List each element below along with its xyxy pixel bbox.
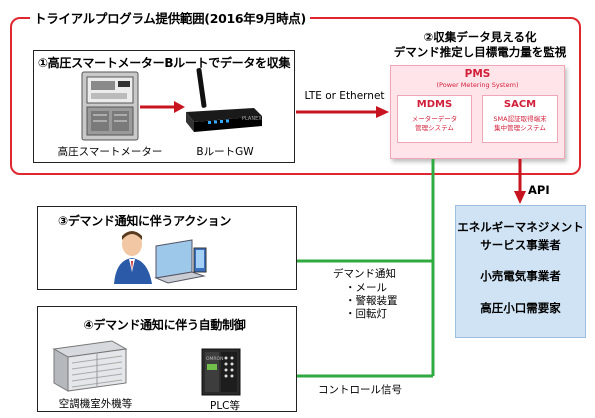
router-brand: PLANEX <box>242 116 262 122</box>
api-stakeholder-box: エネルギーマネジメント サービス事業者 小売電気事業者 高圧小口需要家 <box>455 205 586 338</box>
sacm-sub2: 集中管理システム <box>494 124 546 132</box>
pms-label: PMS <box>464 68 491 80</box>
smart-meter-icon <box>81 71 139 141</box>
energy-service-line2: サービス事業者 <box>480 238 561 252</box>
demand-notice-item-alarm: ・警報装置 <box>345 295 398 307</box>
air-conditioner-icon <box>52 340 128 392</box>
mdms-sub1: メーターデータ <box>411 115 458 123</box>
smart-meter-label: 高圧スマートメーター <box>57 146 163 158</box>
section4-title: ④デマンド通知に伴う自動制御 <box>83 318 246 332</box>
mdms-box <box>397 95 472 143</box>
plc-brand: OMRON <box>206 356 223 362</box>
link-label: LTE or Ethernet <box>304 90 385 102</box>
plc-label: PLC等 <box>209 400 240 412</box>
control-signal-label: コントロール信号 <box>318 384 402 396</box>
energy-service-line1: エネルギーマネジメント <box>457 220 584 234</box>
sacm-label: SACM <box>503 99 537 110</box>
person-laptop-icon <box>114 231 207 284</box>
pms-sub-label: (Power Metering System) <box>436 81 519 89</box>
gw-label: BルートGW <box>196 146 254 158</box>
router-icon: PLANEX <box>186 68 262 132</box>
mdms-label: MDMS <box>416 99 453 110</box>
mdms-sub2: 管理システム <box>415 124 454 132</box>
plc-icon: OMRON <box>201 348 241 396</box>
meter-to-gw-arrow <box>140 101 185 113</box>
api-arrow <box>514 159 526 204</box>
demand-notice-item-mail: ・メール <box>345 282 387 294</box>
sacm-sub1: SMA認証取得端末 <box>493 115 547 123</box>
section2-title-line2: デマンド推定し目標電力量を監視 <box>393 45 567 59</box>
demand-notice-item-beacon: ・回転灯 <box>345 308 387 320</box>
sacm-box <box>482 95 558 143</box>
demand-notice-heading: デマンド通知 <box>333 268 396 280</box>
api-label: API <box>528 183 550 197</box>
section3-title: ③デマンド通知に伴うアクション <box>57 214 232 228</box>
section2-title-line1: ②収集データ見える化 <box>423 30 537 44</box>
high-voltage-consumer: 高圧小口需要家 <box>480 301 561 315</box>
section1-title: ①高圧スマートメーターBルートでデータを収集 <box>37 56 291 70</box>
retail-electricity-provider: 小売電気事業者 <box>480 269 561 283</box>
trial-program-title: トライアルプログラム提供範囲(2016年9月時点) <box>30 8 310 27</box>
gw-to-pms-arrow <box>296 106 389 118</box>
air-conditioner-label: 空調機室外機等 <box>58 398 133 410</box>
